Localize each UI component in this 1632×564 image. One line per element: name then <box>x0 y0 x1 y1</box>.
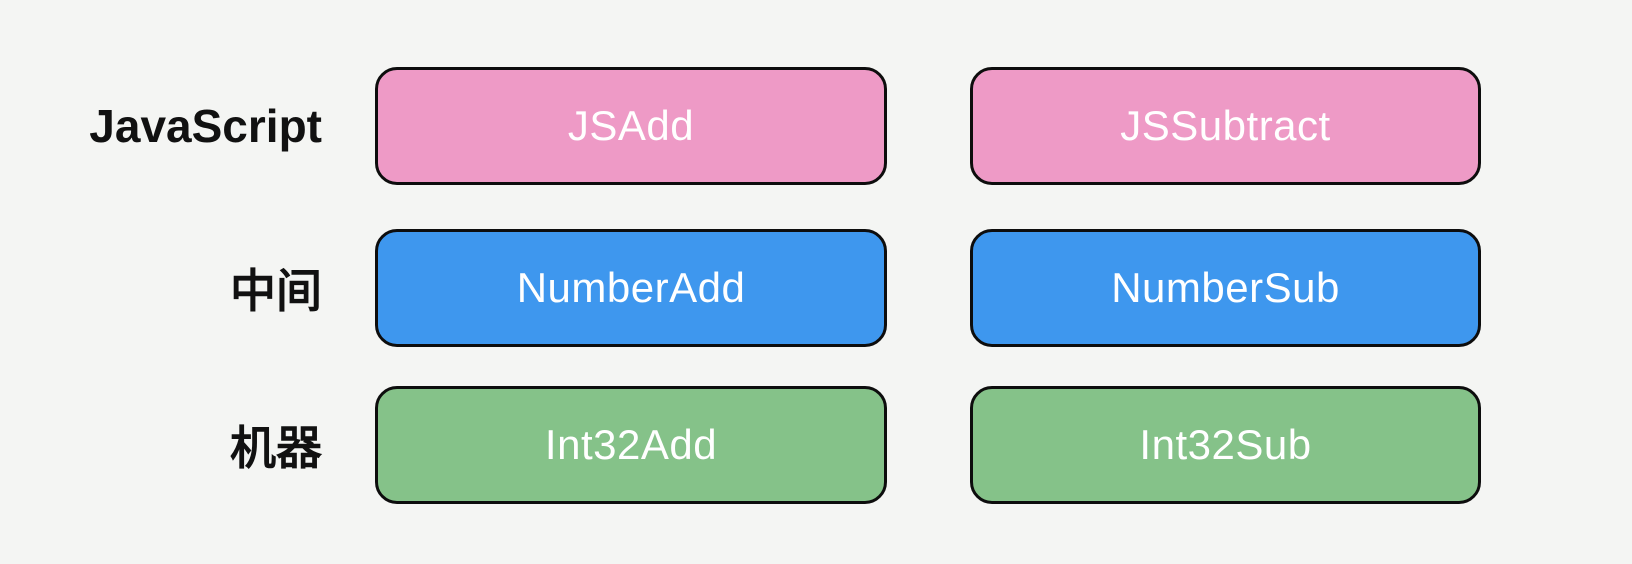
node-int32sub-label: Int32Sub <box>1139 421 1312 468</box>
node-int32add: Int32Add <box>375 386 887 504</box>
row-javascript-level: JavaScript JSAdd JSSubtract <box>0 67 1632 185</box>
node-jsadd-label: JSAdd <box>567 102 695 149</box>
node-jssubtract: JSSubtract <box>970 67 1481 185</box>
node-numberadd-label: NumberAdd <box>516 264 746 311</box>
node-jsadd: JSAdd <box>375 67 887 185</box>
row-label-javascript: JavaScript <box>89 100 322 152</box>
row-intermediate-level: 中间 NumberAdd NumberSub <box>0 229 1632 347</box>
row-label-machine: 机器 <box>230 422 322 474</box>
row-machine-level: 机器 Int32Add Int32Sub <box>0 386 1632 504</box>
node-jssubtract-label: JSSubtract <box>1120 102 1331 149</box>
node-numbersub-label: NumberSub <box>1111 264 1340 311</box>
node-numbersub: NumberSub <box>970 229 1481 347</box>
node-int32add-label: Int32Add <box>544 421 718 468</box>
node-int32sub: Int32Sub <box>970 386 1481 504</box>
row-label-intermediate: 中间 <box>230 265 322 317</box>
node-numberadd: NumberAdd <box>375 229 887 347</box>
